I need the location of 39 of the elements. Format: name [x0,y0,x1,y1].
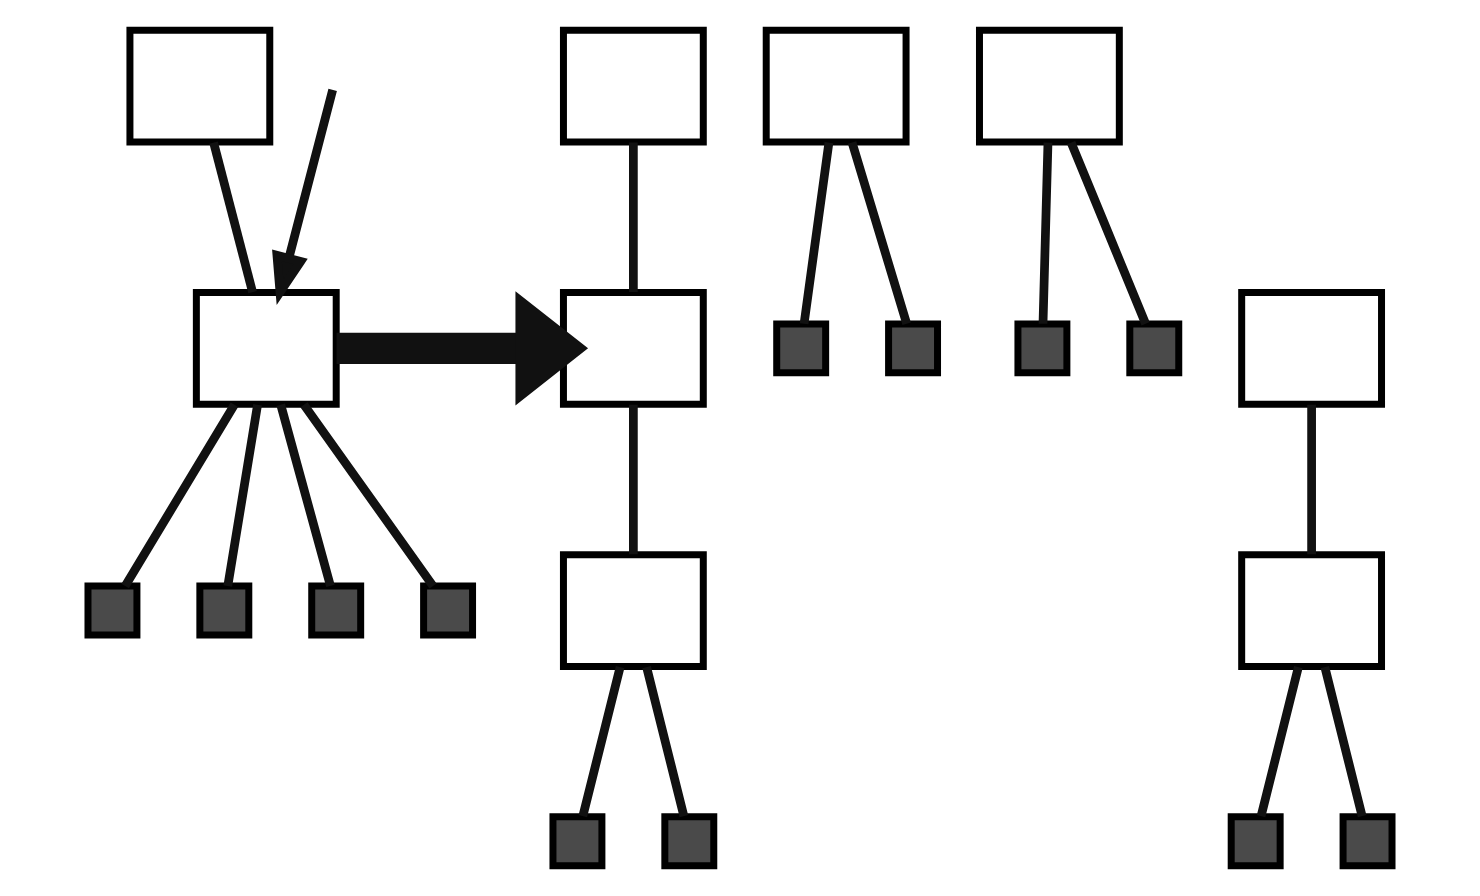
node-square [773,320,830,377]
connector [799,141,834,325]
connector [1307,404,1316,555]
connector [1067,140,1150,326]
connector [1256,666,1303,818]
node-square [1014,320,1071,377]
node-square [1126,320,1183,377]
node-square [885,320,942,377]
connector [209,141,257,294]
connector [121,402,239,589]
connector [1320,666,1367,818]
node-square [1339,813,1396,870]
node-square [420,582,477,639]
arrow [272,88,337,306]
node-box [126,26,274,146]
connector [223,404,262,587]
connector [629,142,638,293]
node-square [84,582,141,639]
node-square [1227,813,1284,870]
connector [276,403,335,588]
connector [847,141,911,325]
node-box [762,26,910,146]
node-box [1238,551,1386,670]
connector [642,666,689,818]
node-square [196,582,253,639]
node-box [559,551,707,670]
node-box [559,288,707,408]
arrow [336,291,589,406]
node-box [192,288,340,408]
connector [300,402,437,589]
node-box [1238,288,1386,408]
connector [578,666,625,818]
node-square [549,813,606,870]
connector [629,404,638,555]
node-box [976,26,1123,146]
node-square [308,582,365,639]
node-box [559,26,707,146]
connector [1038,142,1053,324]
node-square [661,813,718,870]
